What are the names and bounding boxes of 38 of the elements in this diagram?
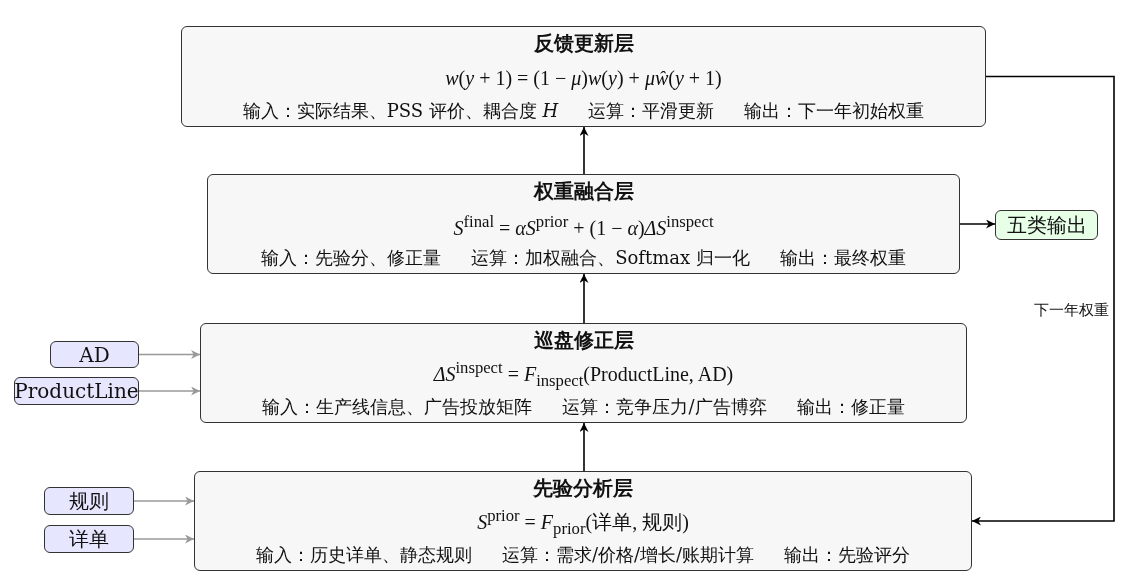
arrow (579, 422, 589, 472)
io-text: 输入：历史详单、静态规则 (255, 543, 472, 567)
layer-title: 反馈更新层 (533, 30, 634, 56)
arrow (579, 273, 589, 324)
formula: w(y + 1) = (1 − μ)w(y) + μŵ(y + 1) (445, 65, 722, 91)
layer-title: 巡盘修正层 (533, 327, 634, 353)
io-text: 输出：最终权重 (779, 246, 906, 270)
io-text: 输入：先验分、修正量 (261, 246, 442, 270)
input-box: 详单 (44, 525, 134, 553)
io-text: 运算：需求/价格/增长/账期计算 (501, 543, 755, 567)
io-text: 运算：平滑更新 (588, 99, 715, 123)
formula: S$^{final}$ = αS$^{prior}$ + (1 − α)ΔS$^{inspect}$ (453, 211, 714, 241)
layer-box (181, 26, 986, 127)
io-text: 输出：修正量 (796, 395, 905, 419)
io-text: 输入：生产线信息、广告投放矩阵 (262, 395, 533, 419)
arrow (959, 219, 996, 229)
layer-box (194, 471, 972, 571)
input-box: ProductLine (14, 377, 139, 405)
arrow (138, 386, 201, 396)
arrow (133, 534, 195, 544)
layer-title: 权重融合层 (533, 178, 634, 204)
arrow (579, 126, 589, 175)
output-box: 五类输出 (995, 210, 1098, 240)
formula: ΔS$^{inspect}$ = F$_{inspect}$(ProductLine, AD) (433, 356, 734, 392)
layer-box (207, 174, 960, 274)
formula: S$^{prior}$ = F$_{prior}$(详单, 规则) (477, 504, 689, 540)
input-box: AD (50, 341, 139, 368)
arrow (971, 75, 1115, 526)
io-text: 输入：实际结果、PSS 评价、耦合度 H (242, 99, 559, 123)
input-box: 规则 (44, 487, 134, 515)
arrow (138, 350, 201, 359)
layer-box (200, 323, 967, 423)
layer-title: 先验分析层 (533, 475, 633, 501)
io-text: 输出：先验评分 (784, 543, 911, 567)
arrow (133, 496, 195, 506)
io-text: 运算：加权融合、Softmax 归一化 (471, 246, 750, 270)
io-text: 输出：下一年初始权重 (744, 99, 925, 123)
io-text: 运算：竞争压力/广告博弈 (562, 395, 767, 419)
